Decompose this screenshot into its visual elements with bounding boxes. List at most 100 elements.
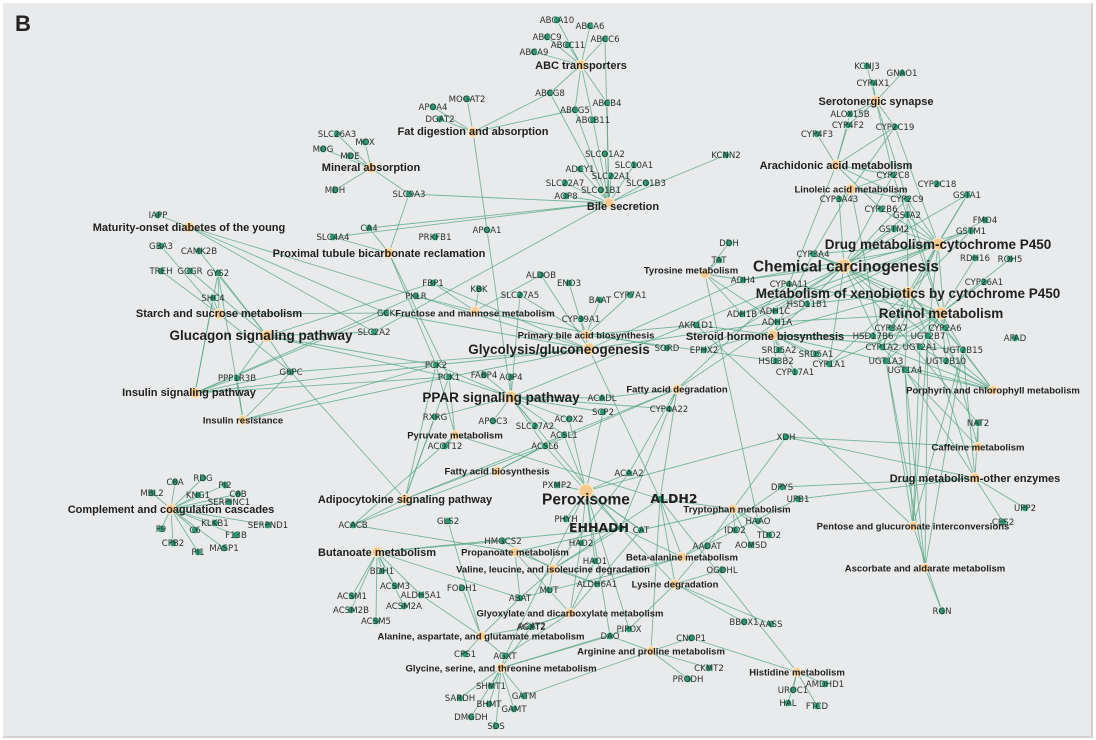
gene-label-adh1c: ADH1C — [760, 307, 790, 317]
edge-chemical-carcinogenesis-adh4 — [742, 265, 845, 281]
gene-label-sord: SORD — [655, 344, 680, 354]
gene-label-hsd17b6: HSD17B6 — [853, 332, 894, 342]
gene-label-mogat2: MOGAT2 — [449, 95, 486, 105]
edge-butanoate-metabolism-acsm5 — [375, 551, 378, 622]
edge-arginine-and-proline-metabolism-dao — [609, 635, 652, 652]
edge-lysine-degradation-ehhadh — [620, 527, 676, 585]
edge-serotonergic-synapse-gnao1 — [875, 72, 903, 102]
edge-arachidonic-acid-metabolism-cyp4f3 — [816, 133, 837, 166]
edge-proximal-tubule-bicarbonate-reclamation-slc9a3 — [388, 193, 410, 254]
gene-node-slco1a2 — [600, 149, 610, 159]
gene-node-camk2b — [194, 246, 204, 256]
gene-label-sds: SDS — [487, 722, 505, 732]
gene-label-kcnn2: KCNN2 — [711, 151, 741, 161]
edge-metabolism-of-xenobiotics-by-cytochrome-p450-hsd11b1 — [806, 292, 909, 305]
edge-insulin-signaling-pathway-shc4 — [194, 297, 214, 394]
gene-label-cyp1a2: CYP1A2 — [865, 343, 898, 353]
gene-label-gba3: GBA3 — [149, 242, 173, 252]
gene-node-acaa2 — [624, 468, 634, 478]
pathway-node-histidine-metabolism — [791, 666, 803, 678]
edge-drug-metabolism-cytochrome-p450-adh1b — [741, 243, 939, 315]
edge-drug-metabolism-cytochrome-p450-cyp2c9 — [906, 198, 939, 245]
gene-label-aldob: ALDOB — [526, 271, 556, 281]
edge-glycine-serine-and-threonine-metabolism-sds — [495, 667, 502, 727]
gene-label-mox: MOX — [355, 138, 375, 148]
gene-label-klkb1: KLKB1 — [201, 519, 228, 529]
pathway-node-serotonergic-synapse — [870, 95, 882, 107]
edge-valine-leucine-and-isoleucine-degradation-ehhadh — [552, 527, 622, 570]
gene-node-apoc3 — [488, 416, 498, 426]
gene-node-acsm2a — [399, 601, 409, 611]
gene-label-mut: MUT — [540, 586, 560, 596]
gene-node-ca4 — [364, 223, 374, 233]
gene-node-agxt2 — [526, 622, 536, 632]
gene-node-aomsd — [746, 540, 756, 550]
gene-node-scp2 — [598, 407, 608, 417]
gene-node-cyp2c18 — [932, 179, 942, 189]
edge-beta-alanine-metabolism-aldh6a1 — [596, 556, 683, 585]
gene-label-ppp1r3b: PPP1R3B — [218, 374, 256, 384]
edge-abc-transporters-abcb11 — [580, 64, 594, 121]
edge-glycolysis-gluconeogenesis-gck — [385, 312, 590, 350]
edge-ppar-signaling-pathway-apoa1 — [486, 229, 512, 398]
gene-label-cyp4x1: CYP4X1 — [856, 79, 889, 89]
gene-node-ugt2b10 — [941, 356, 951, 366]
edge-retinol-metabolism-ugt2b15 — [940, 312, 964, 351]
pathway-node-propanoate-metabolism — [509, 546, 521, 558]
gene-label-gstm2: GSTM2 — [879, 225, 909, 235]
edge-drug-metabolism-cytochrome-p450-gstm2 — [893, 228, 939, 245]
gene-label-g6pc: G6PC — [279, 368, 302, 378]
edge-starch-and-sucrose-metabolism-g6pc — [218, 313, 292, 373]
gene-label-gnao1: GNAO1 — [886, 69, 917, 79]
gene-node-slc10a1 — [629, 160, 639, 170]
gene-node-cyp4x1 — [868, 78, 878, 88]
edge-metabolism-of-xenobiotics-by-cytochrome-p450-gstm1 — [907, 230, 972, 294]
edge-alanine-aspartate-and-glutamate-metabolism-aldh5a1 — [420, 594, 482, 637]
edge-ppar-signaling-pathway-scp2 — [510, 396, 604, 413]
edge-abc-transporters-abcb4 — [580, 64, 608, 104]
edge-retinol-metabolism-cyp4a11 — [788, 283, 942, 314]
gene-node-ddh — [724, 238, 734, 248]
gene-label-acsm3: ACSM3 — [380, 582, 410, 592]
gene-node-acsm2b — [346, 605, 356, 615]
gene-node-pxmp2 — [552, 480, 562, 490]
pathway-label-beta-alanine-metabolism: Beta-alanine metabolism — [626, 552, 738, 563]
gene-label-abcc6: ABCC6 — [590, 35, 619, 45]
gene-label-pck1: PCK1 — [438, 373, 460, 383]
gene-label-slc22a1: SLC22A1 — [592, 172, 631, 182]
edge-valine-leucine-and-isoleucine-degradation-hmgcs2 — [502, 540, 554, 570]
gene-node-cyp3a43 — [834, 194, 844, 204]
gene-node-baat — [595, 295, 605, 305]
gene-label-roh5: ROH5 — [998, 255, 1023, 265]
gene-label-abcb11: ABCB11 — [576, 116, 610, 126]
pathway-label-ppar-signaling-pathway: PPAR signaling pathway — [422, 390, 580, 405]
gene-node-nat2 — [973, 418, 983, 428]
gene-node-abca9 — [529, 47, 539, 57]
gene-node-gstm2 — [889, 224, 899, 234]
gene-node-serpinc1 — [224, 497, 234, 507]
gene-node-gsta1 — [962, 190, 972, 200]
gene-node-alox15b — [845, 109, 855, 119]
gene-node-gsta2 — [902, 210, 912, 220]
gene-node-cyp2b6 — [876, 204, 886, 214]
pathway-label-starch-and-sucrose-metabolism: Starch and sucrose metabolism — [136, 308, 302, 320]
edge-fat-digestion-and-absorption-apoa4 — [432, 106, 474, 133]
gene-node-slco1b1 — [596, 185, 606, 195]
edge-glycine-serine-and-threonine-metabolism-gamt — [500, 667, 515, 710]
gene-label-mde: MDE — [340, 152, 359, 162]
edge-peroxisome-acox2 — [568, 418, 587, 492]
edge-pentose-and-glucuronate-interconversions-ugt2b7 — [912, 335, 929, 527]
gene-label-cyp39a1: CYP39A1 — [562, 315, 601, 325]
edge-beta-alanine-metabolism-upb1 — [681, 498, 799, 558]
gene-label-slc4a4: SLC4A4 — [316, 233, 349, 243]
edge-butanoate-metabolism-acsm2b — [350, 551, 378, 611]
pathway-node-primary-bile-acid-biosynthesis — [580, 329, 592, 341]
edge-glycolysis-gluconeogenesis-aldob — [540, 274, 590, 350]
gene-label-aop8: AOP8 — [554, 192, 577, 202]
gene-label-rdh16: RDH16 — [960, 254, 990, 264]
gene-label-tdo2: TDO2 — [756, 531, 781, 541]
gene-node-mut — [544, 585, 554, 595]
edge-fat-digestion-and-absorption-dgat2 — [439, 118, 474, 133]
gene-label-ogdhl: OGDHL — [706, 566, 738, 576]
gene-node-fmo4 — [980, 215, 990, 225]
